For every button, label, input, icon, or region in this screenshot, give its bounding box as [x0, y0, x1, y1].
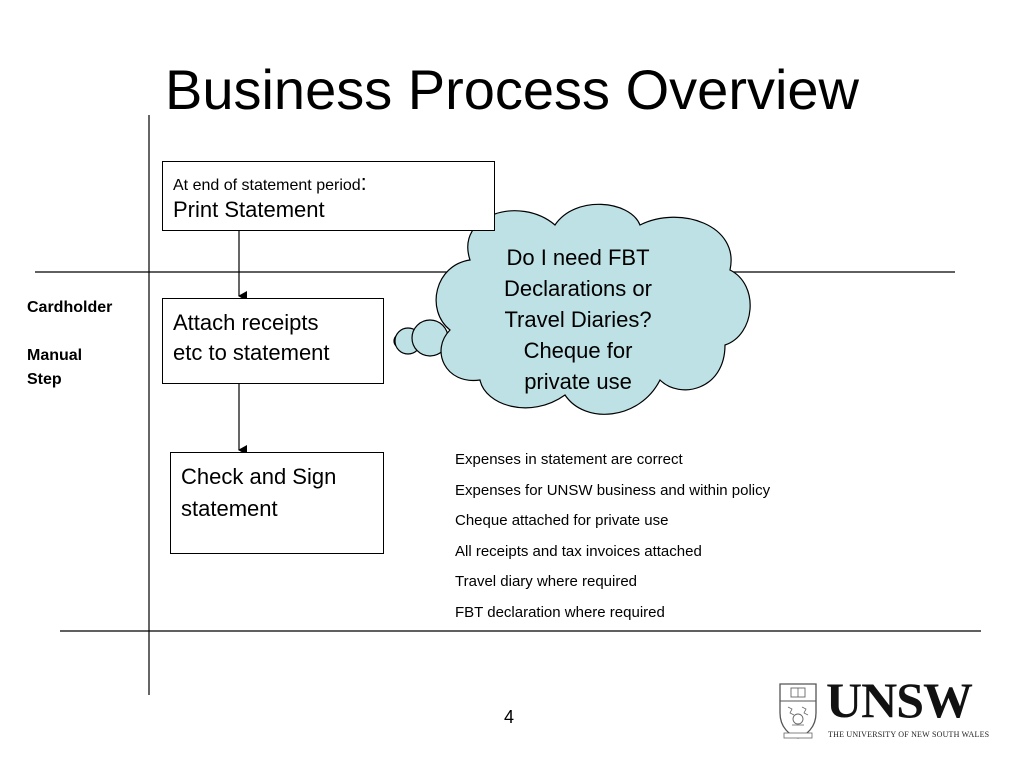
- lane-title: Cardholder: [27, 299, 113, 316]
- checklist: Expenses in statement are correct Expens…: [455, 449, 770, 633]
- thought-line: private use: [524, 369, 632, 394]
- print-statement-box: At end of statement period: Print Statem…: [162, 161, 495, 231]
- lane-subtitle-line1: Manual: [27, 347, 83, 364]
- thought-cloud-text: Do I need FBT Declarations or Travel Dia…: [470, 242, 686, 397]
- thought-cloud: [393, 203, 751, 415]
- unsw-tagline: THE UNIVERSITY OF NEW SOUTH WALES: [828, 730, 990, 739]
- page-number: 4: [504, 707, 515, 727]
- checklist-item: Expenses in statement are correct: [455, 451, 683, 468]
- checklist-item: FBT declaration where required: [455, 603, 665, 621]
- thought-line: Declarations or: [504, 276, 652, 301]
- print-statement-label: Print Statement: [173, 197, 325, 222]
- unsw-logo: UNSW THE UNIVERSITY OF NEW SOUTH WALES: [778, 675, 1000, 741]
- unsw-crest-icon: [779, 683, 817, 739]
- check-sign-line1: Check and Sign: [181, 464, 337, 489]
- check-sign-box: Check and Sign statement: [170, 452, 384, 554]
- checklist-item: Expenses for UNSW business and within po…: [455, 481, 771, 499]
- thought-line: Cheque for: [523, 338, 633, 363]
- print-statement-prefix: At end of statement period:: [173, 170, 367, 195]
- attach-receipts-line2: etc to statement: [173, 340, 330, 365]
- check-sign-line2: statement: [181, 496, 278, 521]
- thought-line: Do I need FBT: [506, 245, 650, 270]
- checklist-item: All receipts and tax invoices attached: [455, 542, 702, 560]
- attach-receipts-line1: Attach receipts: [173, 310, 319, 335]
- checklist-item: Cheque attached for private use: [455, 512, 669, 530]
- checklist-item: Travel diary where required: [455, 573, 638, 591]
- lane-subtitle-line2: Step: [27, 371, 62, 388]
- thought-line: Travel Diaries?: [504, 307, 652, 332]
- page-title: Business Process Overview: [164, 58, 859, 121]
- unsw-wordmark: UNSW: [826, 672, 973, 728]
- attach-receipts-box: Attach receipts etc to statement: [162, 298, 384, 384]
